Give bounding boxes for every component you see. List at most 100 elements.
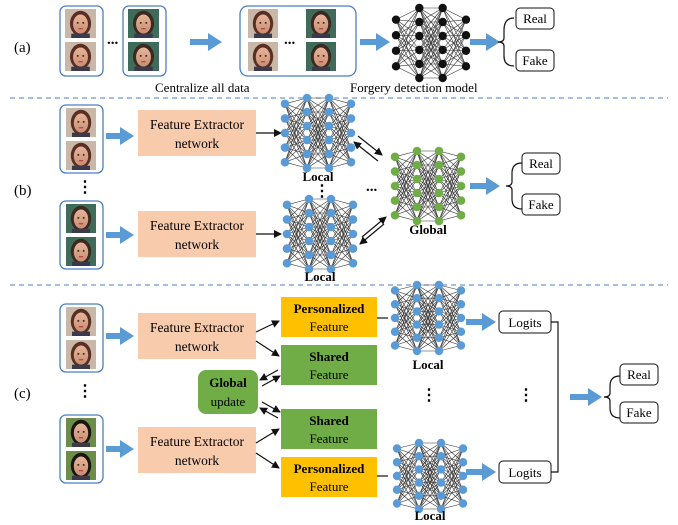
- vertical-dots: ⋮: [518, 387, 534, 404]
- network-edge: [330, 219, 354, 270]
- network-edge: [394, 192, 418, 216]
- network-node: [415, 31, 424, 41]
- caption-detection-model: Forgery detection model: [350, 80, 478, 95]
- feature-extractor-label: Feature Extractor: [150, 434, 245, 449]
- network-edge: [396, 482, 420, 504]
- network-node: [438, 3, 447, 13]
- network-edge: [284, 97, 308, 134]
- network-edge: [416, 150, 440, 194]
- network-node: [434, 202, 444, 212]
- network-edge: [328, 103, 352, 127]
- network-edge: [286, 240, 310, 264]
- face-thumbnail: [66, 204, 96, 233]
- download-arrow: [359, 223, 385, 245]
- network-edge: [438, 156, 462, 194]
- network-edge: [394, 311, 418, 346]
- network-node: [392, 471, 402, 481]
- network-edge: [394, 150, 418, 187]
- face-thumbnail: [65, 9, 96, 38]
- network-node: [412, 188, 422, 198]
- network-node: [348, 258, 358, 268]
- shared-label: Shared: [309, 349, 349, 364]
- network-edge: [418, 442, 442, 483]
- face-thumbnail: [248, 42, 278, 71]
- global-update-box: [198, 370, 258, 414]
- face-thumbnail: [66, 307, 96, 336]
- network-node: [458, 471, 468, 481]
- network-edge: [394, 150, 418, 201]
- network-node: [458, 444, 468, 453]
- network-edge: [286, 198, 310, 264]
- network-node: [456, 313, 466, 323]
- network-node: [326, 194, 336, 204]
- network-edge: [284, 125, 308, 163]
- output-fake-box: [521, 193, 561, 216]
- local-network: [392, 438, 468, 514]
- network-edge: [396, 469, 420, 504]
- network-node: [456, 286, 466, 295]
- network-node: [280, 114, 290, 123]
- network-edge: [416, 298, 440, 352]
- network-node: [282, 200, 292, 210]
- face-thumbnail: [306, 9, 336, 38]
- network-edge: [306, 97, 330, 169]
- network-node: [414, 452, 424, 461]
- face-group-2: [122, 5, 167, 77]
- client-faces-2: [59, 200, 104, 270]
- network-edge: [306, 125, 330, 169]
- network-node: [412, 216, 422, 226]
- network-edge: [308, 198, 332, 270]
- network-edge: [395, 35, 420, 52]
- network-node: [436, 478, 446, 487]
- network-edge: [419, 7, 443, 23]
- network-edge: [440, 448, 464, 510]
- network-edge: [308, 254, 332, 270]
- network-edge: [419, 35, 443, 79]
- network-node: [282, 258, 292, 268]
- network-edge: [395, 7, 420, 51]
- local-label: Local: [414, 508, 445, 523]
- network-edge: [438, 185, 462, 222]
- network-node: [414, 491, 424, 500]
- network-node: [412, 146, 422, 156]
- network-edge: [438, 156, 462, 208]
- network-edge: [396, 442, 420, 463]
- network-edge: [438, 290, 462, 352]
- network-node: [461, 62, 471, 71]
- network-edge: [419, 49, 443, 79]
- face-thumbnails: [65, 9, 336, 480]
- network-edge: [442, 21, 467, 51]
- network-node: [324, 121, 334, 131]
- network-edge: [330, 204, 354, 256]
- local-label: Local: [304, 269, 335, 284]
- network-node: [414, 465, 424, 474]
- network-edge: [395, 7, 420, 36]
- network-edge: [284, 111, 308, 163]
- flow-arrow: [190, 33, 222, 51]
- network-edge: [286, 198, 310, 249]
- network-edge: [394, 298, 418, 346]
- network-node: [438, 45, 447, 55]
- global-update-label: update: [211, 394, 246, 409]
- network-node: [346, 128, 356, 138]
- output-fake: Fake: [626, 405, 652, 420]
- network-node: [412, 333, 422, 342]
- network-node: [434, 333, 444, 342]
- network-edge: [442, 35, 467, 79]
- caption-centralize: Centralize all data: [155, 80, 250, 95]
- network-node: [461, 15, 471, 24]
- network-edge: [416, 284, 440, 312]
- network-node: [304, 222, 314, 232]
- shared-feature-box: [281, 409, 377, 449]
- face-thumbnail: [306, 42, 336, 71]
- network-node: [412, 202, 422, 212]
- global-update-label: Global: [209, 375, 247, 390]
- network-edge: [394, 284, 418, 346]
- logits-label: Logits: [508, 315, 541, 330]
- network-edge: [416, 284, 440, 325]
- feature-label: Feature: [310, 319, 349, 334]
- network-edge: [419, 7, 443, 65]
- network-edge: [286, 212, 310, 264]
- network-edge: [419, 21, 443, 79]
- network-node: [415, 3, 424, 13]
